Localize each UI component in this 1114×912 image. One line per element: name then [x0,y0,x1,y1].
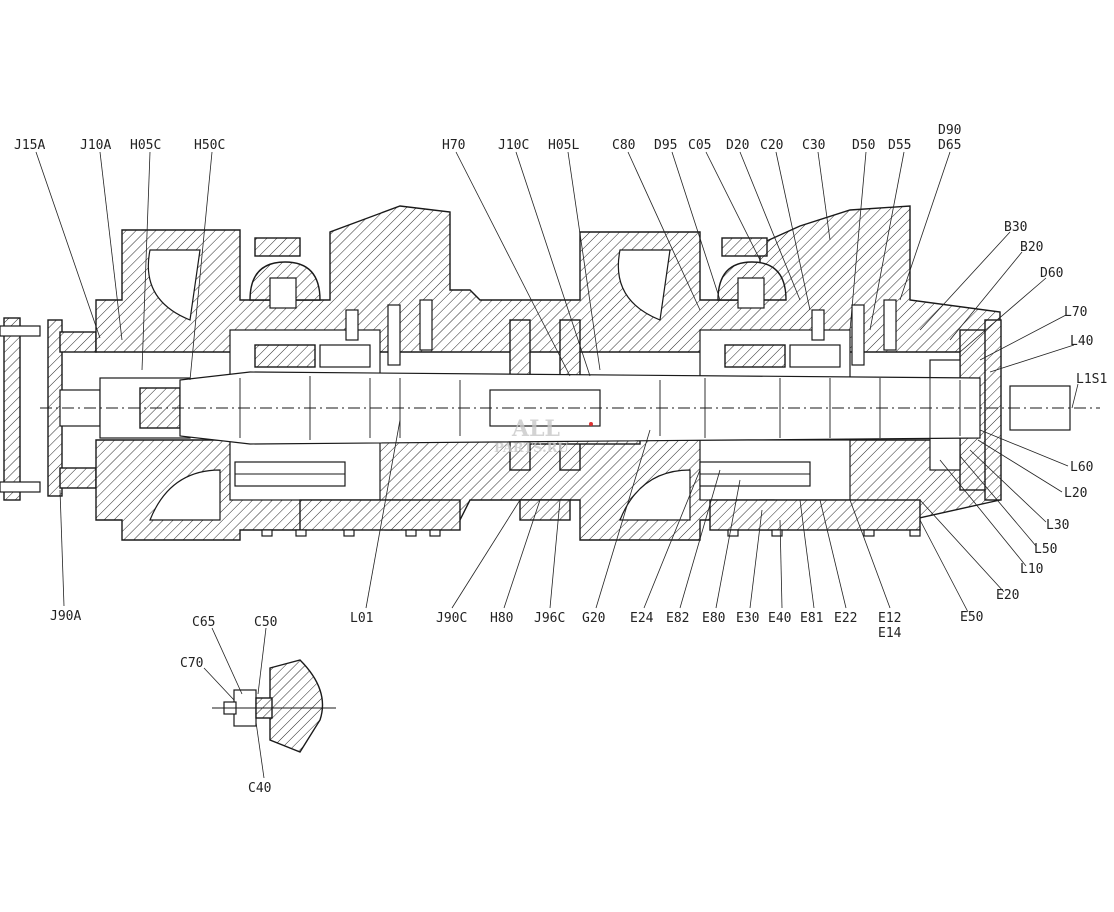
label-h05c: H05C [130,138,161,153]
leader-lines [35,151,1079,779]
label-e50: E50 [960,610,983,625]
label-d60: D60 [1040,266,1063,281]
front-housing [95,205,1001,541]
label-j10a: J10A [80,138,111,153]
label-j90c: J90C [436,611,467,626]
label-e20: E20 [996,588,1019,603]
label-c40: C40 [248,781,271,796]
label-j10c: J10C [498,138,529,153]
label-e22: E22 [834,611,857,626]
label-e24: E24 [630,611,654,626]
label-j90a: J90A [50,609,81,624]
label-l50: L50 [1034,542,1057,557]
label-l70: L70 [1064,305,1087,320]
watermark: ALL PARTS.RU [494,416,593,456]
label-l10: L10 [1020,562,1043,577]
label-g20: G20 [582,611,605,626]
label-c20: C20 [760,138,783,153]
labels-right: B30 B20 D60 L70 L40 L1S1 L60 L20 L30 L50… [960,220,1107,625]
label-l60: L60 [1070,460,1093,475]
labels-top: J15A J10A H05C H50C H70 J10C H05L C80 D9… [14,123,961,153]
label-j15a: J15A [14,138,45,153]
label-d55: D55 [888,138,911,153]
label-d90: D90 [938,123,961,138]
label-e82: E82 [666,611,689,626]
label-e14: E14 [878,626,902,641]
label-d50: D50 [852,138,875,153]
label-e80: E80 [702,611,725,626]
label-h70: H70 [442,138,465,153]
main-shaft [40,371,1100,445]
label-h05l: H05L [548,138,579,153]
label-c30: C30 [802,138,825,153]
watermark-line2: PARTS.RU [494,441,569,456]
detail-view [212,659,336,753]
label-c65: C65 [192,615,215,630]
label-e40: E40 [768,611,791,626]
label-l1s1: L1S1 [1076,372,1107,387]
labels-bottom: J90A L01 J90C H80 J96C G20 E24 E82 E80 E… [50,609,902,641]
label-d20: D20 [726,138,749,153]
label-j96c: J96C [534,611,565,626]
label-c05: C05 [688,138,711,153]
label-l30: L30 [1046,518,1069,533]
label-b20: B20 [1020,240,1043,255]
label-c80: C80 [612,138,635,153]
label-d65: D65 [938,138,961,153]
label-e30: E30 [736,611,759,626]
left-coupling [0,317,97,501]
label-l01: L01 [350,611,373,626]
label-h80: H80 [490,611,513,626]
labels-detail: C65 C50 C70 C40 [180,615,277,796]
label-b30: B30 [1004,220,1027,235]
label-c70: C70 [180,656,203,671]
label-h50c: H50C [194,138,225,153]
label-l40: L40 [1070,334,1093,349]
label-c50: C50 [254,615,277,630]
label-e12: E12 [878,611,901,626]
label-l20: L20 [1064,486,1087,501]
watermark-line1: ALL [511,416,560,442]
label-e81: E81 [800,611,823,626]
label-d95: D95 [654,138,677,153]
